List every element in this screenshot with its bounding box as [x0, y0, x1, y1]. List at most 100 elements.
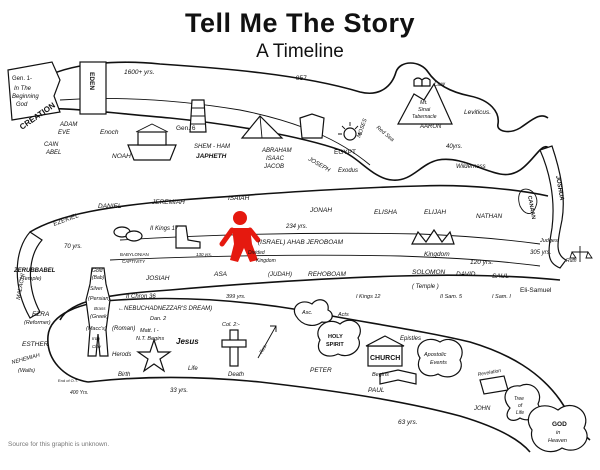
joshua-banner-shape: [539, 145, 567, 269]
label-holy: HOLY: [328, 334, 343, 340]
label-wilderness: Wilderness: [456, 164, 486, 170]
label-church: CHURCH: [370, 355, 400, 362]
label-eve: EVE: [58, 130, 71, 136]
track-middle-upper-edge: [29, 184, 549, 233]
cross-icon: [221, 329, 247, 367]
label-33-yrs: 33 yrs.: [170, 388, 188, 394]
label-abraham: ABRAHAM: [261, 148, 292, 154]
label-bab: (Bab): [92, 275, 105, 281]
track-middle-divider-upper: [119, 232, 541, 245]
label-law: Law: [434, 82, 446, 88]
label-daniel: DANIEL: [98, 203, 122, 210]
label-temple-z: (Temple): [20, 276, 42, 282]
label-judah: (JUDAH): [268, 272, 292, 278]
label-epistles: Epistles: [400, 336, 421, 342]
church-icon: [365, 335, 405, 367]
label-life-tree: Life: [516, 410, 524, 416]
label-babylonian: BABYLONIAN: [120, 252, 149, 257]
sunburst-icon: [338, 122, 362, 141]
label-abel: ABEL: [45, 150, 61, 156]
label-church-begins: Begins: [372, 372, 389, 378]
label-canaan: CANAAN: [526, 195, 536, 220]
ark-icon: [127, 123, 177, 161]
label-end-of-ot: End of O.T.: [58, 378, 78, 383]
star-icon: [136, 338, 172, 373]
label-isaiah: ISAIAH: [228, 195, 250, 202]
book-icon: [379, 369, 417, 385]
label-1-sam-1: I Sam. I: [492, 294, 511, 300]
label-40-yrs: 40yrs.: [446, 144, 462, 150]
heaven-cloud-shape: [527, 404, 588, 453]
label-jacob: JACOB: [263, 164, 284, 170]
page-title: Tell Me The Story: [184, 8, 416, 38]
ascension-arrow-icon: [257, 325, 277, 359]
label-jesus: Jesus: [176, 337, 199, 346]
label-ruth: Ruth: [566, 258, 577, 264]
label-iron: Iron: [92, 336, 100, 341]
track-top-lower-edge: [29, 107, 551, 181]
revelation-scroll-icon: [479, 375, 509, 395]
label-dan-2: Dan. 2: [150, 316, 166, 322]
label-joseph: JOSEPH: [306, 156, 331, 174]
track-bottom-upper-edge: [117, 297, 591, 441]
label-life: Life: [188, 366, 198, 372]
malachi-banner-shape: [16, 231, 43, 319]
coat-icon: [299, 113, 325, 139]
label-matt-1: Matt. I -: [140, 328, 159, 334]
label-israel-ahab-jeroboam: (ISRAEL) AHAB JEROBOAM: [258, 239, 344, 246]
track-middle-divider-lower: [109, 254, 541, 267]
label-asa: ASA: [213, 271, 227, 278]
ascension-cloud-shape: [293, 299, 333, 326]
label-reformer: (Reformer): [24, 320, 51, 326]
label-305-yrs: 305 yrs.: [530, 250, 551, 256]
label-857: 857: [296, 75, 307, 82]
label-divided: Divided: [248, 250, 265, 256]
label-malachi: MALACHI: [16, 273, 27, 301]
label-peter: PETER: [310, 367, 332, 374]
title-block: Tell Me The Story A Timeline: [0, 8, 600, 63]
label-paul: PAUL: [368, 387, 385, 394]
page-subtitle: A Timeline: [256, 41, 344, 62]
label-judges: Judges: [539, 238, 558, 244]
label-acts: Acts: [337, 312, 349, 318]
label-events: Events: [430, 360, 447, 366]
label-63-yrs: 63 yrs.: [398, 419, 418, 426]
label-exodus: Exodus: [338, 168, 358, 174]
label-of: of: [518, 403, 523, 409]
label-persian: (Persian): [88, 296, 110, 302]
red-person-marker-icon: [219, 211, 261, 262]
label-leviticus: Leviticus.: [464, 109, 491, 116]
label-clay: Clay: [92, 344, 102, 349]
label-gen6: Gen. 6: [176, 125, 196, 132]
label-130-yrs: 130 yrs.: [196, 252, 212, 257]
label-moses: MOSES: [356, 118, 369, 139]
label-234-yrs: 234 yrs.: [285, 224, 307, 230]
tree-of-life-icon: [504, 383, 541, 421]
label-1600-yrs: 1600+ yrs.: [124, 69, 155, 76]
label-death: Death: [228, 372, 245, 378]
label-asc: Asc.: [301, 310, 313, 316]
label-eden: EDEN: [88, 72, 95, 90]
label-beginning: Beginning: [12, 94, 39, 100]
source-note: Source for this graphic is unknown.: [8, 441, 110, 448]
label-john: JOHN: [473, 406, 491, 412]
label-josiah: JOSIAH: [145, 275, 170, 282]
eden-panel-shape: [79, 61, 107, 115]
label-zerubbabel: ZERUBBABEL: [13, 268, 56, 274]
label-nehemiah: NEHEMIAH: [11, 353, 41, 366]
label-joshua: JOSHUA: [554, 175, 564, 201]
holy-spirit-cloud-shape: [317, 319, 361, 357]
label-mt: Mt.: [420, 100, 428, 106]
label-silver: Silver: [90, 286, 103, 292]
label-maccs: (Macc's): [86, 326, 107, 332]
label-ezra: EZRA: [32, 311, 49, 318]
track-bottom-lower-edge: [87, 376, 531, 453]
label-herods: Herods: [112, 352, 131, 358]
label-res: Res.: [259, 343, 269, 355]
label-divided-kingdom: Kingdom: [256, 258, 276, 264]
track-top-upper-edge: [39, 61, 549, 133]
label-god-top: God: [16, 102, 28, 108]
label-brass: Brass: [94, 306, 106, 311]
